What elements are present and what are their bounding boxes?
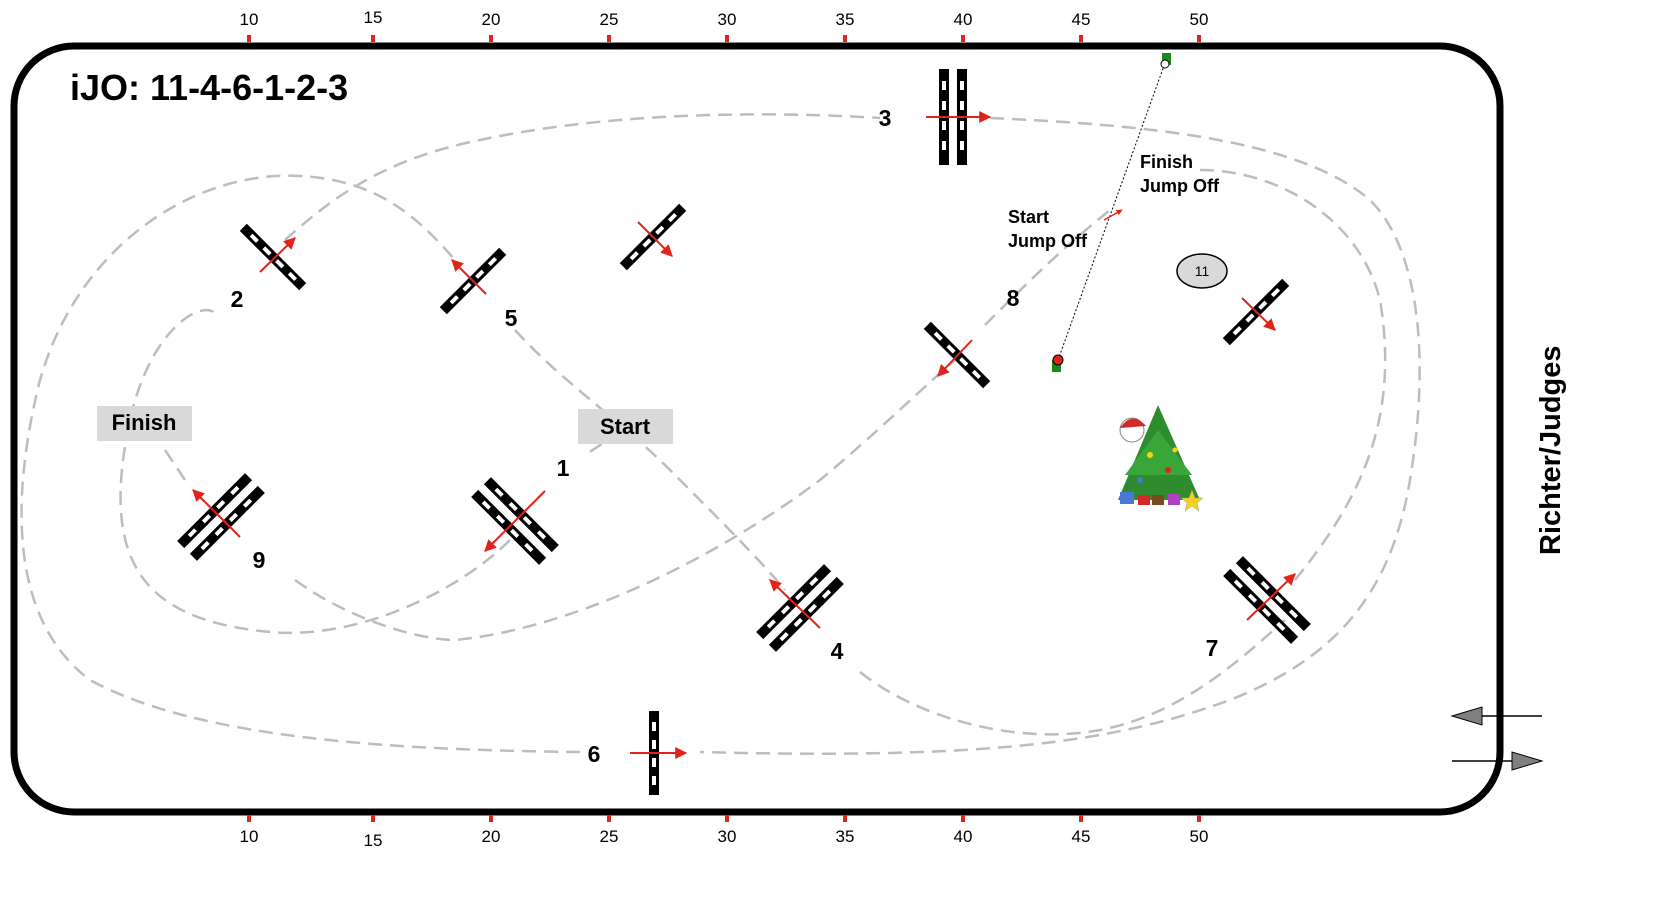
page-title: iJO: 11-4-6-1-2-3 — [70, 67, 348, 108]
finish-jump-off-label-1: Finish — [1140, 152, 1193, 172]
scale-bottom-50: 50 — [1190, 827, 1209, 846]
course-line — [20, 113, 1421, 755]
scale-top-15: 15 — [364, 8, 383, 27]
scale-bottom-35: 35 — [836, 827, 855, 846]
scale-top: 10 15 20 25 30 35 40 45 50 — [240, 8, 1209, 29]
scale-bottom-20: 20 — [482, 827, 501, 846]
obstacle-number-3: 3 — [879, 105, 892, 131]
arena-border — [10, 42, 1504, 816]
gate-arrow-out — [1452, 751, 1544, 771]
start-label: Start — [600, 414, 651, 439]
finish-box — [97, 406, 192, 441]
jump-off-line — [1057, 62, 1166, 361]
scale-top-45: 45 — [1072, 10, 1091, 29]
scale-bottom-40: 40 — [954, 827, 973, 846]
start-jump-off-label-2: Jump Off — [1008, 231, 1088, 251]
obstacle-2 — [239, 223, 307, 291]
christmas-tree-icon — [1118, 405, 1204, 512]
finish-label: Finish — [112, 410, 177, 435]
scale-top-35: 35 — [836, 10, 855, 29]
scale-bottom: 10 15 20 25 30 35 40 45 50 — [240, 827, 1209, 850]
gate-arrow-in — [1450, 706, 1542, 726]
scale-top-25: 25 — [600, 10, 619, 29]
scale-top-40: 40 — [954, 10, 973, 29]
obstacle-number-11: 11 — [1195, 263, 1210, 279]
scale-bottom-10: 10 — [240, 827, 259, 846]
judges-label: Richter/Judges — [1535, 346, 1567, 556]
obstacle-number-4: 4 — [831, 638, 844, 664]
start-box — [578, 409, 673, 444]
scale-bottom-marks — [247, 815, 1201, 822]
obstacle-number-8: 8 — [1007, 285, 1020, 311]
obstacle-number-2: 2 — [231, 286, 244, 312]
scale-top-marks — [247, 35, 1201, 42]
scale-top-30: 30 — [718, 10, 737, 29]
finish-jump-off-label-2: Jump Off — [1140, 176, 1220, 196]
scale-bottom-45: 45 — [1072, 827, 1091, 846]
obstacle-number-7: 7 — [1206, 635, 1219, 661]
start-jump-off-label-1: Start — [1008, 207, 1049, 227]
scale-bottom-25: 25 — [600, 827, 619, 846]
start-flag-icon — [1052, 354, 1064, 372]
obstacle-number-9: 9 — [253, 547, 266, 573]
scale-top-50: 50 — [1190, 10, 1209, 29]
obstacle-number-5: 5 — [505, 305, 518, 331]
scale-top-10: 10 — [240, 10, 259, 29]
scale-top-20: 20 — [482, 10, 501, 29]
obstacle-11-marker — [1176, 253, 1228, 289]
finish-flag-icon — [1160, 53, 1171, 69]
obstacle-number-1: 1 — [557, 455, 570, 481]
scale-bottom-30: 30 — [718, 827, 737, 846]
scale-bottom-15: 15 — [364, 831, 383, 850]
obstacle-number-6: 6 — [588, 741, 601, 767]
